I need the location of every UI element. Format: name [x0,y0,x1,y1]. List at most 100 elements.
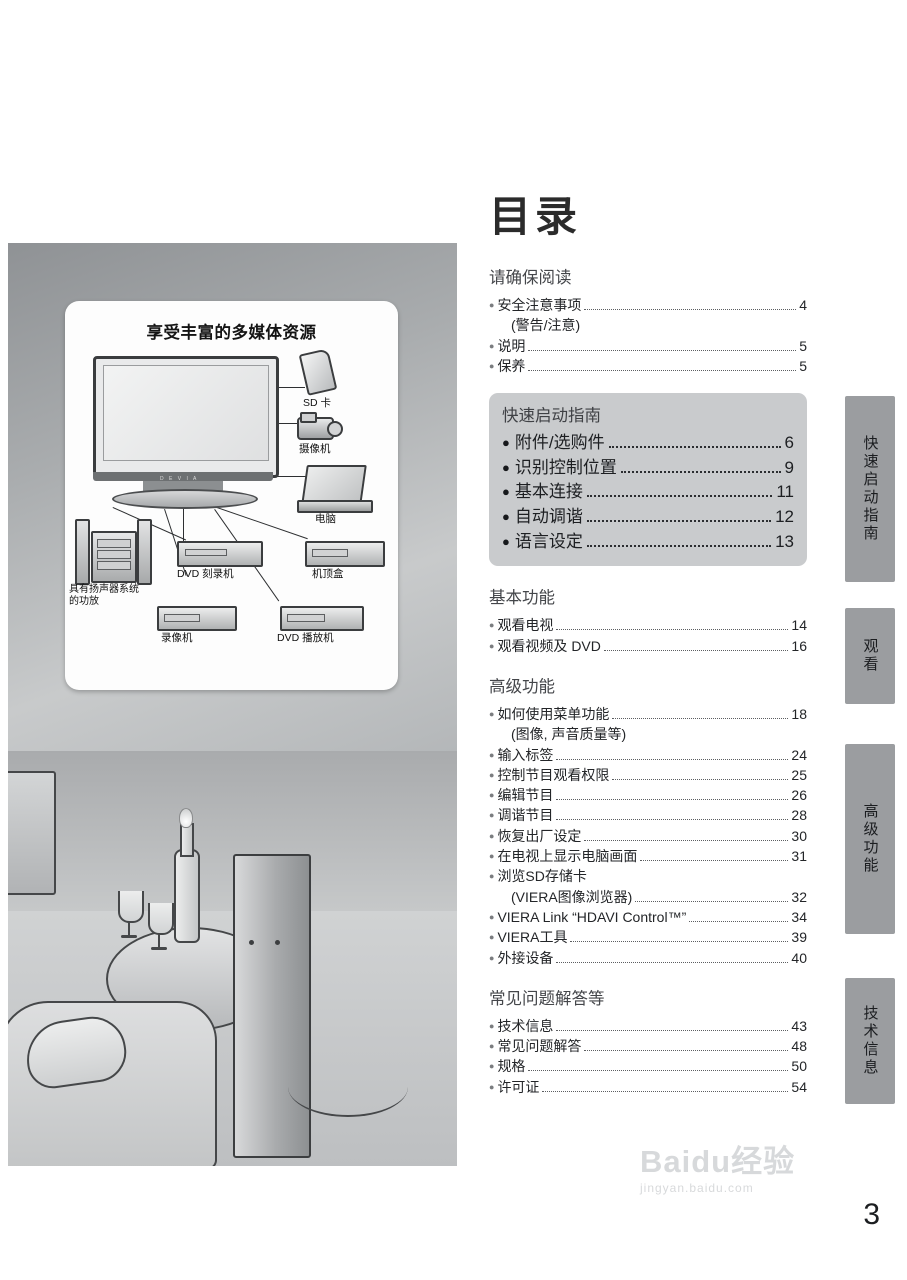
toc-entry-page: 40 [791,949,807,966]
bullet-icon: ● [489,790,495,801]
toc-entry[interactable]: ●VIERA Link “HDAVI Control™”34 [489,907,807,927]
toc-entry-label: 控制节目观看权限 [497,766,610,783]
toc-entry-label: 编辑节目 [497,787,554,804]
line-to-pc [273,476,307,477]
toc-entry-label: 浏览SD存储卡 [497,868,587,885]
scene-bottle-neck [180,823,194,857]
illustration-top-background: 享受丰富的多媒体资源 D E V I A SD 卡 [8,243,457,751]
leader-dots [570,941,789,943]
toc-entry-page: 48 [791,1038,807,1055]
bullet-icon: ● [502,509,510,525]
leader-dots [584,1050,789,1052]
toc-entry[interactable]: ●浏览SD存储卡 [489,866,807,886]
watermark-main: Baidu经验 [640,1144,796,1179]
camcorder-icon [297,412,343,440]
side-tab-watching-label: 观看 [861,638,879,674]
toc-entry[interactable]: (图像, 声音质量等) [489,724,807,744]
toc-entry-label: 外接设备 [497,949,554,966]
leader-dots [528,369,797,371]
toc-section-heading: 基本功能 [489,589,555,608]
toc-entry-page: 26 [791,787,807,804]
side-tab-technical-label: 技术信息 [861,1005,879,1077]
bullet-icon: ● [489,932,495,943]
bullet-icon: ● [489,300,495,310]
tv-stand-base [112,489,258,509]
toc-entry-label: 语言设定 [514,531,583,551]
toc-entry[interactable]: ●编辑节目 26 [489,785,807,805]
side-tab-watching[interactable]: 观看 [845,608,895,704]
scene-glass-1 [118,891,144,923]
illustration-panel: 享受丰富的多媒体资源 D E V I A SD 卡 [8,243,457,1166]
bullet-icon: ● [502,484,510,500]
label-dvd-recorder: DVD 刻录机 [177,568,234,580]
bullet-icon: ● [489,620,495,631]
toc-entry[interactable]: ●常见问题解答 48 [489,1036,807,1056]
leader-dots [635,900,789,902]
toc-entry-label: 在电视上显示电脑画面 [497,848,638,865]
toc-entry-label: (图像, 声音质量等) [511,726,627,743]
toc-section-heading: 快速启动指南 [502,407,601,426]
leader-dots [584,309,797,310]
toc-entry-label: 说明 [497,337,526,354]
toc-entry-label: 观看电视 [497,617,554,634]
toc-entry-label: 常见问题解答 [497,1038,582,1055]
leader-dots [586,520,772,523]
side-tab-advanced-label: 高级功能 [861,803,879,875]
toc-entry[interactable]: ●观看电视 14 [489,615,807,635]
toc-entry-page: 14 [791,617,807,634]
toc-entry[interactable]: (VIERA图像浏览器)32 [489,887,807,907]
dvd-player-icon [280,606,364,631]
toc-section-heading: 请确保阅读 [489,269,572,287]
leader-dots [586,544,772,547]
side-tab-technical[interactable]: 技术信息 [845,978,895,1104]
leader-dots [612,778,789,780]
toc-entry-page: 5 [799,337,807,354]
line-to-stb [216,507,308,540]
leader-dots [528,1070,789,1072]
leader-dots [608,446,781,449]
page-title: 目录 [489,193,582,240]
tv-screen [103,365,269,461]
toc-entry-page: 12 [775,507,794,527]
label-set-top-box: 机顶盒 [312,568,344,580]
toc-entry-label: 恢复出厂设定 [497,827,582,844]
toc-entry-page: 5 [799,357,807,374]
leader-dots [620,470,781,473]
bullet-icon: ● [489,830,495,841]
scene-bottle [174,849,200,943]
toc-entry-page: 6 [784,433,794,453]
toc-entry-label: 输入标签 [497,746,554,763]
side-tab-quick-start[interactable]: 快速启动指南 [845,396,895,582]
watermark: Baidu经验 jingyan.baidu.com [640,1146,795,1195]
toc-entry-page: 4 [799,297,807,313]
tv-bezel-bottom [93,472,273,481]
side-tab-advanced[interactable]: 高级功能 [845,744,895,934]
bullet-icon: ● [489,810,495,821]
scene-glass-1-stem [128,921,130,935]
bullet-icon: ● [489,1041,495,1052]
bullet-icon: ● [489,360,495,371]
toc-entry[interactable]: (警告/注意) [489,315,807,335]
